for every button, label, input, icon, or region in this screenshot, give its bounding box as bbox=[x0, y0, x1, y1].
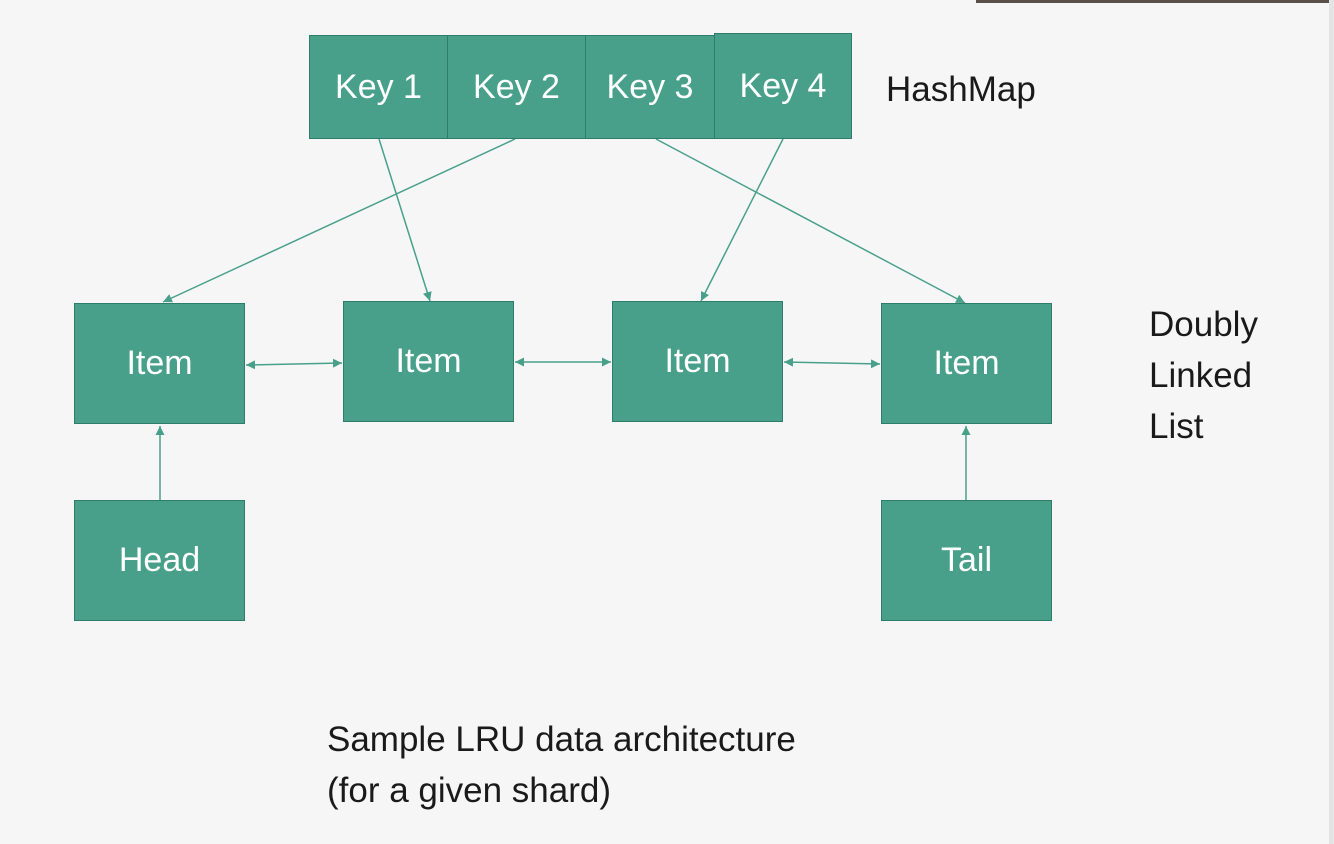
hashmap-label: HashMap bbox=[886, 70, 1036, 109]
arrow-key1-to-item2 bbox=[378, 138, 432, 302]
list-head: Head bbox=[74, 500, 245, 621]
hashmap-key-2: Key 2 bbox=[447, 35, 586, 139]
arrow-key3-to-item4 bbox=[655, 138, 966, 304]
linked-list-label-line-2: Linked bbox=[1149, 356, 1253, 395]
hashmap-key-1: Key 1 bbox=[309, 35, 448, 139]
caption-line-1: Sample LRU data architecture bbox=[327, 720, 796, 759]
linked-list-label-line-1: Doubly bbox=[1149, 305, 1258, 344]
arrow-key4-to-item3 bbox=[700, 138, 784, 302]
diagram-caption: Sample LRU data architecture (for a give… bbox=[327, 714, 796, 816]
list-item-4: Item bbox=[881, 303, 1052, 424]
arrow-key2-to-item1 bbox=[162, 138, 516, 303]
window-edge bbox=[1329, 0, 1334, 844]
caption-line-2: (for a given shard) bbox=[327, 771, 612, 810]
hashmap-key-4: Key 4 bbox=[714, 33, 852, 139]
linked-list-label-line-3: List bbox=[1149, 407, 1204, 446]
list-tail: Tail bbox=[881, 500, 1052, 621]
list-item-3: Item bbox=[612, 301, 783, 422]
list-item-1: Item bbox=[74, 303, 245, 424]
video-overlay-strip bbox=[976, 0, 1334, 3]
link-item1-item2 bbox=[245, 358, 343, 370]
hashmap-key-3: Key 3 bbox=[585, 35, 715, 139]
link-item3-item4 bbox=[783, 357, 881, 369]
list-item-2: Item bbox=[343, 301, 514, 422]
